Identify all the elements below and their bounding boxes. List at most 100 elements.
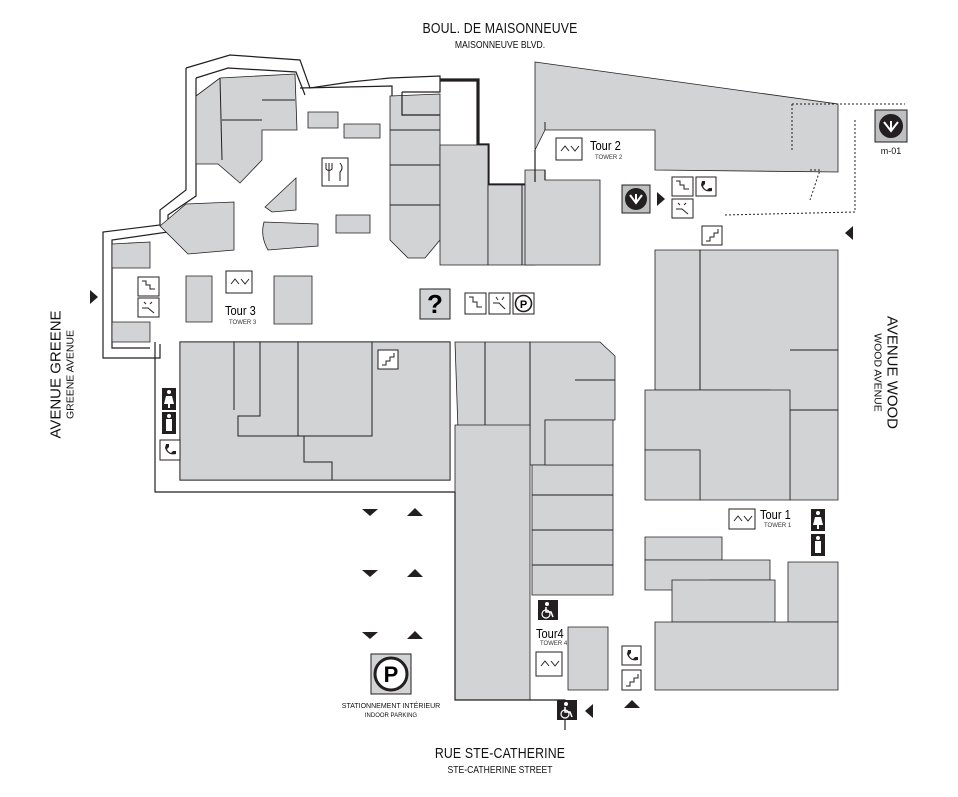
svg-text:P: P xyxy=(520,299,527,311)
store-block xyxy=(644,449,701,501)
entrance-arrow-icon xyxy=(362,509,378,516)
tower-label: Tour 2 xyxy=(590,138,621,153)
store-block xyxy=(343,123,381,139)
store-block xyxy=(390,129,440,206)
store-block xyxy=(454,424,531,701)
elevator-icon xyxy=(225,270,253,294)
store-block xyxy=(671,579,776,623)
street-label-north-en: MAISONNEUVE BLVD. xyxy=(454,39,546,51)
tower-sublabel: TOWER 2 xyxy=(595,155,623,161)
escalator-icon xyxy=(671,198,694,219)
store-block xyxy=(335,214,371,234)
store-block xyxy=(644,536,723,561)
parking-label-en: INDOOR PARKING xyxy=(364,713,418,719)
store-block xyxy=(544,419,614,466)
stairs-icon xyxy=(377,349,399,370)
stairs-icon xyxy=(621,669,642,691)
store-block xyxy=(654,621,839,691)
store-block xyxy=(219,77,295,161)
entrance-arrow-icon xyxy=(407,569,423,577)
elevator-icon xyxy=(555,137,583,161)
entrance-arrow-icon xyxy=(362,570,378,577)
stairs-icon xyxy=(137,276,160,297)
store-block xyxy=(439,144,489,266)
mall-outline-south-west xyxy=(154,342,455,493)
parking-icon[interactable]: P xyxy=(370,653,412,695)
tower-label: Tour4 xyxy=(536,626,564,641)
women-restroom-icon xyxy=(811,509,825,531)
tower-sublabel: TOWER 3 xyxy=(229,320,257,326)
entrance-arrow-icon xyxy=(407,508,423,516)
store-block xyxy=(111,241,151,269)
wheelchair-icon xyxy=(557,700,577,720)
mall-outline-nw xyxy=(185,54,441,89)
tower-sublabel: TOWER 4 xyxy=(540,641,568,647)
street-label-south-en: STE-CATHERINE STREET xyxy=(447,764,553,776)
mall-outline-west xyxy=(102,68,187,359)
entrance-arrow-icon xyxy=(585,704,593,718)
tower-label: Tour 3 xyxy=(225,303,256,318)
street-label-south: RUE STE-CATHERINE xyxy=(434,745,566,762)
store-block xyxy=(262,221,319,251)
metro-icon[interactable] xyxy=(874,109,908,143)
street-label-east: AVENUE WOOD WOOD AVENUE xyxy=(872,293,901,453)
entrance-arrow-icon xyxy=(90,290,98,304)
parking-label-fr: STATIONNEMENT INTÉRIEUR xyxy=(341,703,441,710)
store-block xyxy=(159,201,235,255)
store-block xyxy=(534,61,839,173)
store-block xyxy=(264,177,297,213)
stairs-icon xyxy=(464,292,487,315)
corridor xyxy=(534,150,546,182)
store-block xyxy=(532,494,613,566)
store-block xyxy=(273,275,313,325)
info-icon[interactable]: ? xyxy=(419,288,451,320)
store-block xyxy=(389,93,441,259)
stairs-icon xyxy=(671,176,694,197)
street-label-west-fr: AVENUE GREENE xyxy=(47,310,65,439)
store-block xyxy=(195,73,298,184)
store-block xyxy=(185,275,213,323)
restaurant-icon xyxy=(321,157,349,187)
store-block xyxy=(787,561,839,623)
svg-text:?: ? xyxy=(427,289,443,319)
stairs-icon xyxy=(701,225,723,246)
tower-label: Tour 1 xyxy=(760,507,791,522)
entrance-arrow-icon xyxy=(845,226,853,240)
svg-text:P: P xyxy=(384,662,399,687)
women-restroom-icon xyxy=(162,388,176,410)
store-block xyxy=(699,250,838,411)
escalator-icon xyxy=(488,292,511,315)
escalator-icon xyxy=(137,297,160,318)
entrance-arrow-icon xyxy=(407,631,423,639)
street-label-east-fr: AVENUE WOOD xyxy=(883,315,901,430)
metro-passage xyxy=(723,103,905,216)
store-block xyxy=(111,321,151,343)
metro-label: m-01 xyxy=(880,146,902,156)
men-restroom-icon xyxy=(162,412,176,434)
store-block xyxy=(484,342,615,430)
entrance-arrow-icon xyxy=(657,192,665,206)
metro-icon[interactable] xyxy=(621,184,651,214)
store-block xyxy=(307,111,339,129)
elevator-icon xyxy=(535,651,563,677)
parking-icon: P xyxy=(512,292,535,315)
corridor xyxy=(299,80,441,116)
street-label-east-en: WOOD AVENUE xyxy=(871,333,884,412)
street-label-west: AVENUE GREENE GREENE AVENUE xyxy=(48,295,77,455)
mall-outline-nw-inner xyxy=(195,67,306,96)
phone-icon xyxy=(621,645,642,666)
elevator-icon xyxy=(728,508,756,530)
entrance-arrow-icon xyxy=(624,700,640,708)
street-label-north: BOUL. DE MAISONNEUVE xyxy=(422,20,578,37)
store-block xyxy=(179,341,451,481)
wheelchair-icon xyxy=(538,600,558,620)
street-label-west-en: GREENE AVENUE xyxy=(64,329,77,420)
phone-icon xyxy=(695,176,717,197)
phone-icon xyxy=(159,439,181,461)
entrance-arrow-icon xyxy=(362,632,378,639)
store-block xyxy=(567,626,609,691)
men-restroom-icon xyxy=(811,534,825,556)
tower-sublabel: TOWER 1 xyxy=(764,523,792,529)
store-block xyxy=(524,169,601,266)
